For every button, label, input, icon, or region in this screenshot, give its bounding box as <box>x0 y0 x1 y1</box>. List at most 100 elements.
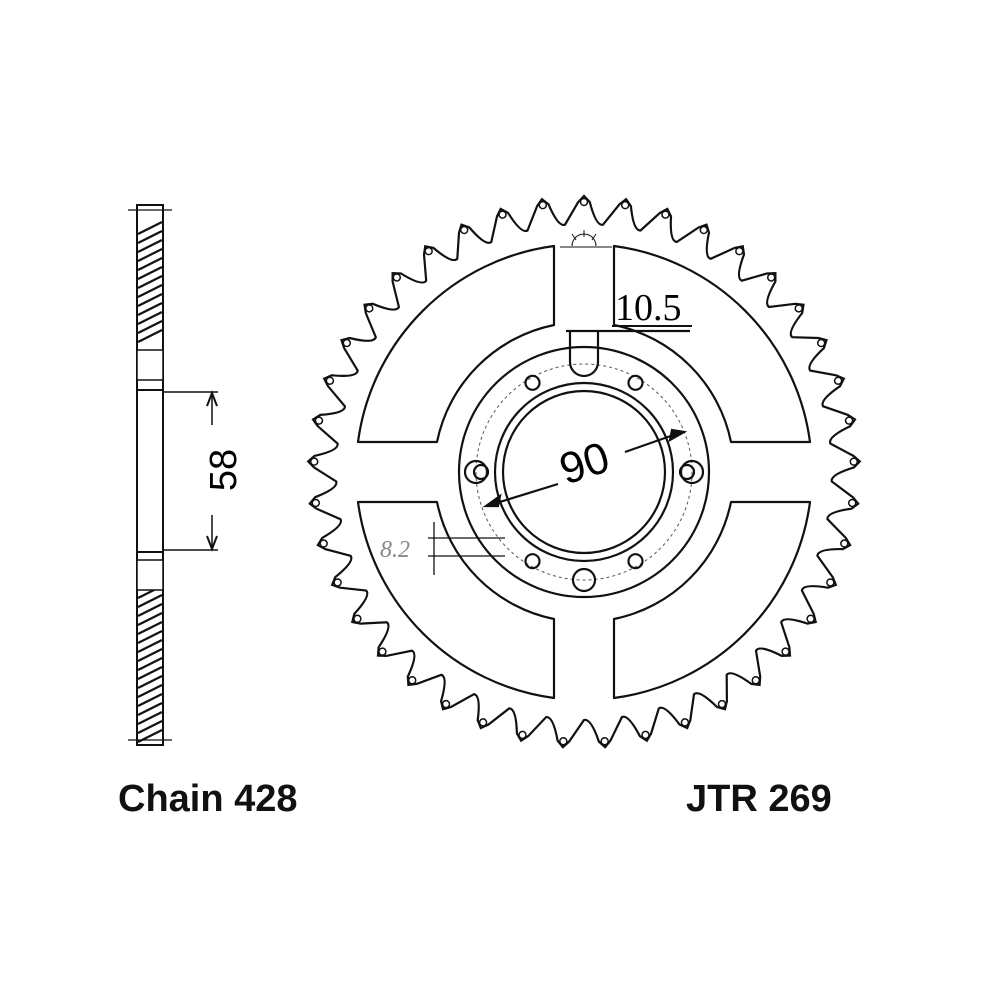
hatch-line <box>137 675 163 689</box>
tooth-tip-mark <box>661 210 670 219</box>
hub-offset-dimension: 58 <box>203 449 245 491</box>
hub-section <box>136 389 164 553</box>
hatch-line <box>137 720 163 734</box>
chain-size-label: Chain 428 <box>118 778 298 820</box>
tooth-tip-mark <box>559 736 568 746</box>
mounting-hole <box>679 459 705 485</box>
hatch-line <box>137 702 163 716</box>
hatch-line <box>137 311 163 325</box>
hatch-line <box>137 639 163 653</box>
tooth-tip-mark <box>826 578 835 587</box>
tooth-tip-mark <box>311 498 321 508</box>
tooth-tip-mark <box>844 416 854 425</box>
lightening-window <box>356 244 556 444</box>
bolt-hole-dimension: 8.2 <box>380 537 410 563</box>
hatch-line <box>137 711 163 725</box>
lightening-window <box>356 500 556 700</box>
diameter-arrow-left <box>489 482 559 507</box>
tooth-tip-mark <box>538 200 548 210</box>
tooth-tip-mark <box>816 338 826 348</box>
hatch-line <box>137 248 163 262</box>
tooth-tip-mark <box>325 376 335 385</box>
tooth-tip-mark <box>314 416 324 425</box>
tooth-tip-mark <box>579 197 589 207</box>
tooth-tip-mark <box>717 699 727 709</box>
tooth-tip-mark <box>319 539 328 548</box>
tooth-tip-mark <box>840 539 849 548</box>
tooth-tip-mark <box>441 699 451 709</box>
tooth-tip-mark <box>518 730 527 740</box>
bolt-hole <box>524 374 541 391</box>
hatch-line <box>137 648 163 662</box>
hatch-line <box>137 684 163 698</box>
bolt-section <box>136 559 164 591</box>
hatch-line <box>137 302 163 316</box>
hatch-line <box>137 230 163 244</box>
hatch-line <box>137 275 163 289</box>
tooth-tip-mark <box>378 647 387 656</box>
key-slot <box>568 332 600 378</box>
bore-ring <box>493 381 675 563</box>
mounting-hole <box>571 567 597 593</box>
tooth-tip-mark <box>847 498 857 508</box>
tooth-tip-mark <box>309 457 319 466</box>
lightening-window <box>612 244 812 444</box>
hatch-line <box>137 657 163 671</box>
hatch-line <box>137 666 163 680</box>
hatch-line <box>137 239 163 253</box>
arrowhead <box>482 493 502 508</box>
tooth-tip-mark <box>478 718 488 727</box>
hatch-line <box>137 329 163 343</box>
hatch-line <box>137 320 163 334</box>
tooth-tip-mark <box>342 338 352 348</box>
hatch-line <box>137 594 163 608</box>
sprocket-side-view <box>128 204 218 746</box>
arrowhead <box>206 390 218 407</box>
hatch-line <box>137 693 163 707</box>
tooth-tip-mark <box>849 457 859 466</box>
lightening-window <box>612 500 812 700</box>
sprocket-teeth-outline <box>306 194 862 749</box>
tooth-tip-mark <box>735 246 744 256</box>
part-number-label: JTR 269 <box>686 778 832 820</box>
hatch-line <box>137 621 163 635</box>
hatch-line <box>137 603 163 617</box>
tooth-tip-mark <box>794 304 803 313</box>
tooth-tip-mark <box>641 730 650 740</box>
bolt-hole <box>524 553 541 570</box>
hub-outer-circle <box>457 345 711 599</box>
bolt-section <box>136 349 164 381</box>
tooth-tip-mark <box>751 676 761 685</box>
tooth-tip-mark <box>365 304 374 313</box>
tooth-tip-mark <box>766 273 776 282</box>
tooth-tip-mark <box>392 273 402 282</box>
hatch-line <box>137 612 163 626</box>
tooth-tip-mark <box>781 647 790 656</box>
bolt-circle <box>475 363 693 581</box>
tooth-tip-mark <box>459 225 469 235</box>
hatch-line <box>137 630 163 644</box>
tooth-tip-mark <box>424 246 433 256</box>
tooth-tip-mark <box>620 200 630 210</box>
tooth-tip-mark <box>833 376 843 385</box>
mounting-hole <box>463 459 489 485</box>
arrowhead <box>668 428 688 443</box>
center-bore <box>501 389 667 555</box>
tooth-tip-mark <box>680 718 690 727</box>
hatch-line <box>137 266 163 280</box>
hatch-line <box>137 257 163 271</box>
tooth-tip-mark <box>407 676 417 685</box>
bolt-hole <box>627 374 644 391</box>
tooth-tip-mark <box>600 736 609 746</box>
tooth-tip-mark <box>806 614 815 624</box>
slot-width-dimension: 10.5 <box>615 287 682 329</box>
hatch-line <box>137 221 163 235</box>
tooth-tip-mark <box>498 210 507 219</box>
tooth-tip-mark <box>699 225 709 235</box>
hatch-line <box>137 284 163 298</box>
sun-logo-icon <box>560 230 612 248</box>
arrowhead <box>206 535 218 552</box>
tooth-tip-mark <box>353 614 362 624</box>
bolt-hole <box>627 553 644 570</box>
